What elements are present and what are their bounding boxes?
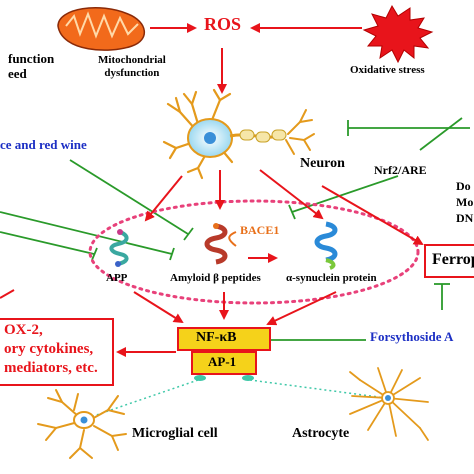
- neuron-icon: [162, 88, 315, 180]
- red-wine-label: ce and red wine: [0, 137, 87, 152]
- ros-label: ROS: [204, 14, 242, 34]
- bace1-label: BACE1: [240, 223, 280, 237]
- function-line1: function: [8, 51, 55, 66]
- mitochondrion-icon: [57, 7, 145, 51]
- right-label-do: Do: [456, 179, 471, 193]
- right-label-dn: DN: [456, 211, 474, 225]
- mito-line1: Mitochondrial: [98, 54, 166, 66]
- ferroptosis-box: Ferrop: [424, 244, 474, 278]
- neuron-label: Neuron: [300, 156, 345, 171]
- right-label-mo: Mo: [456, 195, 474, 209]
- amyloid-helix-icon: [204, 223, 228, 265]
- amyloid-label: Amyloid β peptides: [170, 272, 261, 284]
- nfkb-label: NF-κB: [196, 330, 237, 345]
- app-label: APP: [106, 272, 128, 284]
- microglia-icon: [37, 389, 127, 459]
- left-box-line3: mediators, etc.: [4, 360, 98, 376]
- oxidative-burst-icon: [362, 4, 434, 64]
- microglial-cell-label: Microglial cell: [132, 426, 218, 441]
- astrocyte-icon: [349, 367, 429, 441]
- function-label: function eed: [8, 51, 55, 82]
- inflammation-box: OX-2, ory cytokines, mediators, etc.: [0, 318, 114, 386]
- ferrop-label: Ferrop: [432, 251, 474, 268]
- mito-line2: dysfunction: [104, 66, 160, 79]
- mitochondrial-dysfunction-label: Mitochondrial dysfunction: [98, 54, 166, 79]
- synuclein-helix-icon: [314, 221, 338, 270]
- forsythoside-label: Forsythoside A: [370, 329, 454, 344]
- left-box-line2: ory cytokines,: [4, 341, 94, 357]
- nrf2-are-label: Nrf2/ARE: [374, 163, 427, 177]
- function-line2: eed: [8, 65, 27, 81]
- oxidative-stress-label: Oxidative stress: [350, 64, 425, 76]
- astrocyte-label: Astrocyte: [292, 426, 350, 441]
- left-box-line1: OX-2,: [4, 322, 43, 338]
- ap1-label: AP-1: [208, 354, 237, 369]
- synuclein-label: α-synuclein protein: [286, 272, 377, 284]
- app-helix-icon: [109, 229, 129, 267]
